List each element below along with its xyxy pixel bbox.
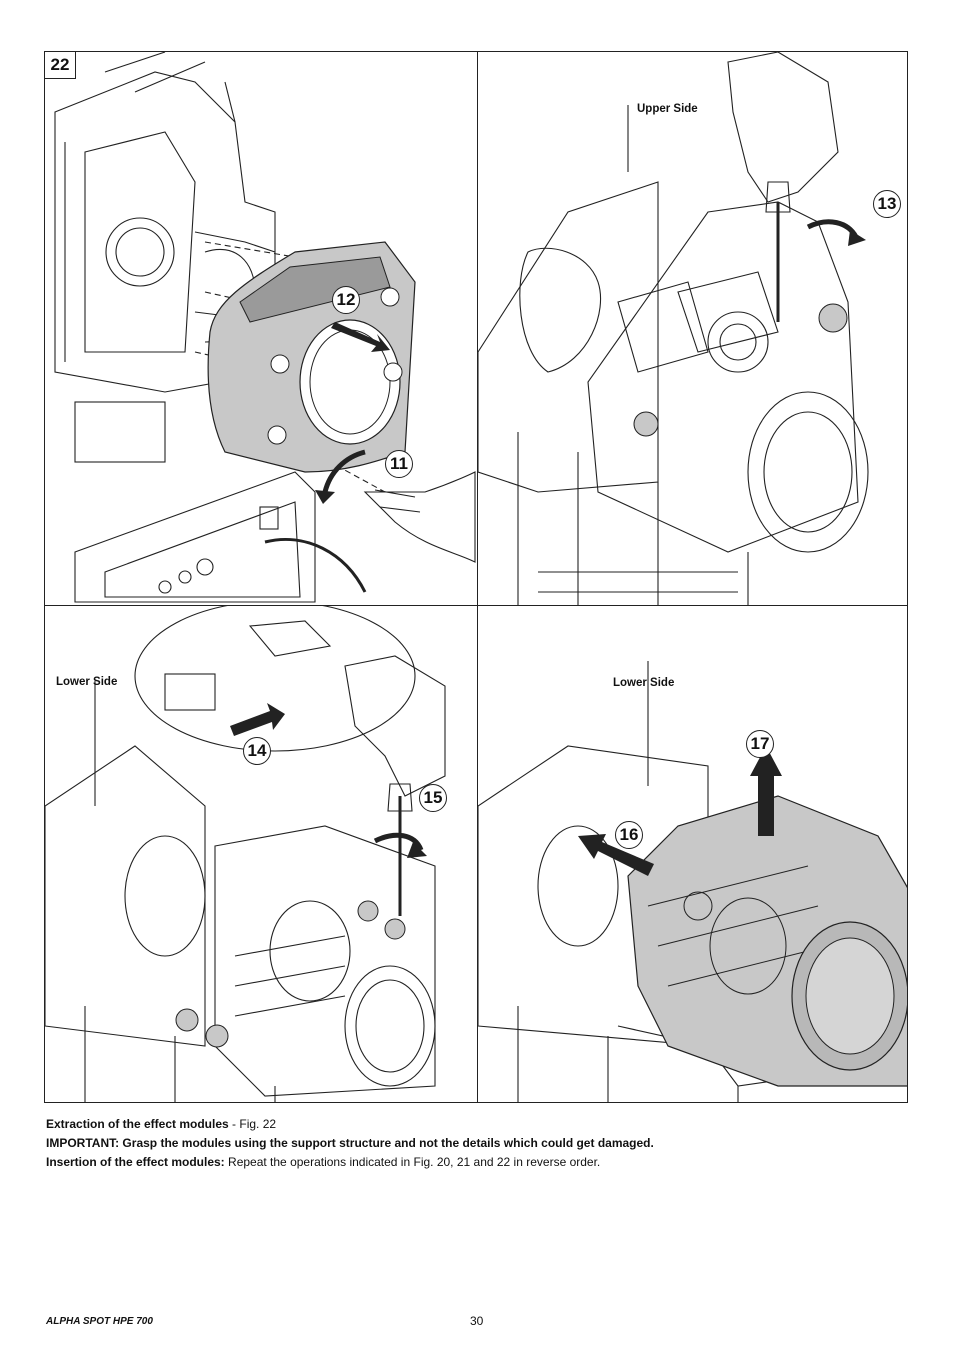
step-marker: 16 xyxy=(615,821,643,849)
panel-lower-side-extract: Lower Side 17 16 xyxy=(478,606,907,1102)
caption-insertion-text: Repeat the operations indicated in Fig. … xyxy=(224,1155,601,1169)
footer-model-name: ALPHA SPOT HPE 700 xyxy=(46,1316,153,1327)
caption-insertion-title: Insertion of the effect modules: xyxy=(46,1155,225,1169)
step-marker: 15 xyxy=(419,784,447,812)
caption-extraction-ref: - Fig. 22 xyxy=(228,1117,277,1131)
upper-side-label: Upper Side xyxy=(637,103,698,115)
step-marker: 11 xyxy=(385,450,413,478)
panel-lower-side-connector: Lower Side 14 15 xyxy=(45,606,477,1102)
panel-upper-side: Upper Side 13 xyxy=(478,52,907,605)
illustration-remove-cover xyxy=(54,52,476,603)
panel-divider-vertical xyxy=(477,52,478,1102)
step-marker: 14 xyxy=(243,737,271,765)
lower-side-label: Lower Side xyxy=(613,677,675,689)
caption-extraction-title: Extraction of the effect modules xyxy=(46,1117,229,1131)
step-marker: 12 xyxy=(332,286,360,314)
illustration-lower-side-connector xyxy=(45,606,446,1102)
illustration-upper-side xyxy=(478,52,869,605)
step-marker: 17 xyxy=(746,730,774,758)
panel-remove-cover: 12 11 xyxy=(45,52,477,605)
panel-divider-horizontal xyxy=(45,605,907,606)
step-marker: 13 xyxy=(873,190,901,218)
illustration-lower-side-extract xyxy=(478,661,907,1102)
caption-important-text: IMPORTANT: Grasp the modules using the s… xyxy=(46,1136,654,1150)
figure-22: 12 11 xyxy=(44,51,908,1103)
caption-extraction: Extraction of the effect modules - Fig. … xyxy=(46,1117,276,1131)
caption-important: IMPORTANT: Grasp the modules using the s… xyxy=(46,1136,654,1150)
caption-insertion: Insertion of the effect modules: Repeat … xyxy=(46,1155,600,1169)
figure-number: 22 xyxy=(45,52,76,79)
page-number: 30 xyxy=(470,1314,484,1328)
lower-side-label: Lower Side xyxy=(56,676,118,688)
